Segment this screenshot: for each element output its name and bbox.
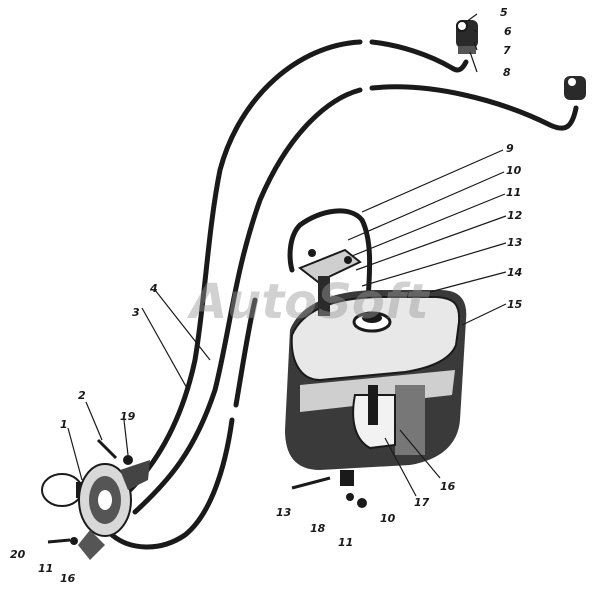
hose-3-continuation bbox=[369, 39, 469, 73]
callout-13a: 13 bbox=[507, 236, 523, 249]
callout-6: 6 bbox=[504, 25, 512, 38]
callout-labels: 5 6 7 8 9 10 11 12 13 14 15 16 17 4 3 2 … bbox=[10, 6, 523, 585]
watermark-text: AutoSoft bbox=[186, 274, 431, 330]
bolt-2 bbox=[96, 438, 118, 460]
callout-13b: 13 bbox=[276, 506, 292, 519]
callout-10a: 10 bbox=[506, 164, 522, 177]
hose-4-continuation bbox=[369, 84, 579, 131]
washer-pump bbox=[41, 460, 150, 560]
callout-16: 16 bbox=[440, 480, 456, 493]
washer-18 bbox=[346, 493, 354, 501]
hose-4 bbox=[132, 87, 363, 515]
callout-10b: 10 bbox=[380, 512, 396, 525]
callout-20: 20 bbox=[10, 548, 26, 561]
callout-16b: 16 bbox=[60, 572, 76, 585]
callout-9: 9 bbox=[506, 142, 514, 155]
callout-19: 19 bbox=[120, 410, 136, 423]
callout-3: 3 bbox=[132, 306, 140, 319]
tank-bracket bbox=[298, 248, 362, 316]
screw-19 bbox=[123, 455, 133, 465]
callout-8: 8 bbox=[503, 66, 511, 79]
callout-15: 15 bbox=[507, 298, 523, 311]
nut-11 bbox=[70, 537, 78, 545]
washer-tank bbox=[285, 290, 467, 486]
callout-5: 5 bbox=[500, 6, 508, 19]
callout-18: 18 bbox=[310, 522, 326, 535]
callout-7: 7 bbox=[503, 44, 511, 57]
bolt-13b bbox=[291, 476, 331, 490]
callout-11c: 11 bbox=[38, 562, 53, 575]
callout-11a: 11 bbox=[506, 186, 521, 199]
callout-2: 2 bbox=[78, 389, 86, 402]
hose-9 bbox=[287, 208, 373, 303]
pump-hose-lower bbox=[109, 417, 235, 550]
pump-hose-lower-segment bbox=[233, 297, 258, 408]
callout-4: 4 bbox=[149, 282, 158, 295]
nozzle-top bbox=[456, 20, 478, 54]
callout-11b: 11 bbox=[338, 536, 353, 549]
bolt-20 bbox=[47, 538, 71, 544]
nozzle-right bbox=[564, 76, 586, 100]
leader-lines bbox=[67, 13, 507, 497]
nut-10b bbox=[357, 498, 367, 508]
callout-17: 17 bbox=[414, 496, 430, 509]
hose-3 bbox=[125, 39, 363, 495]
callout-1: 1 bbox=[60, 418, 68, 431]
callout-14: 14 bbox=[507, 266, 522, 279]
callout-12: 12 bbox=[507, 209, 523, 222]
